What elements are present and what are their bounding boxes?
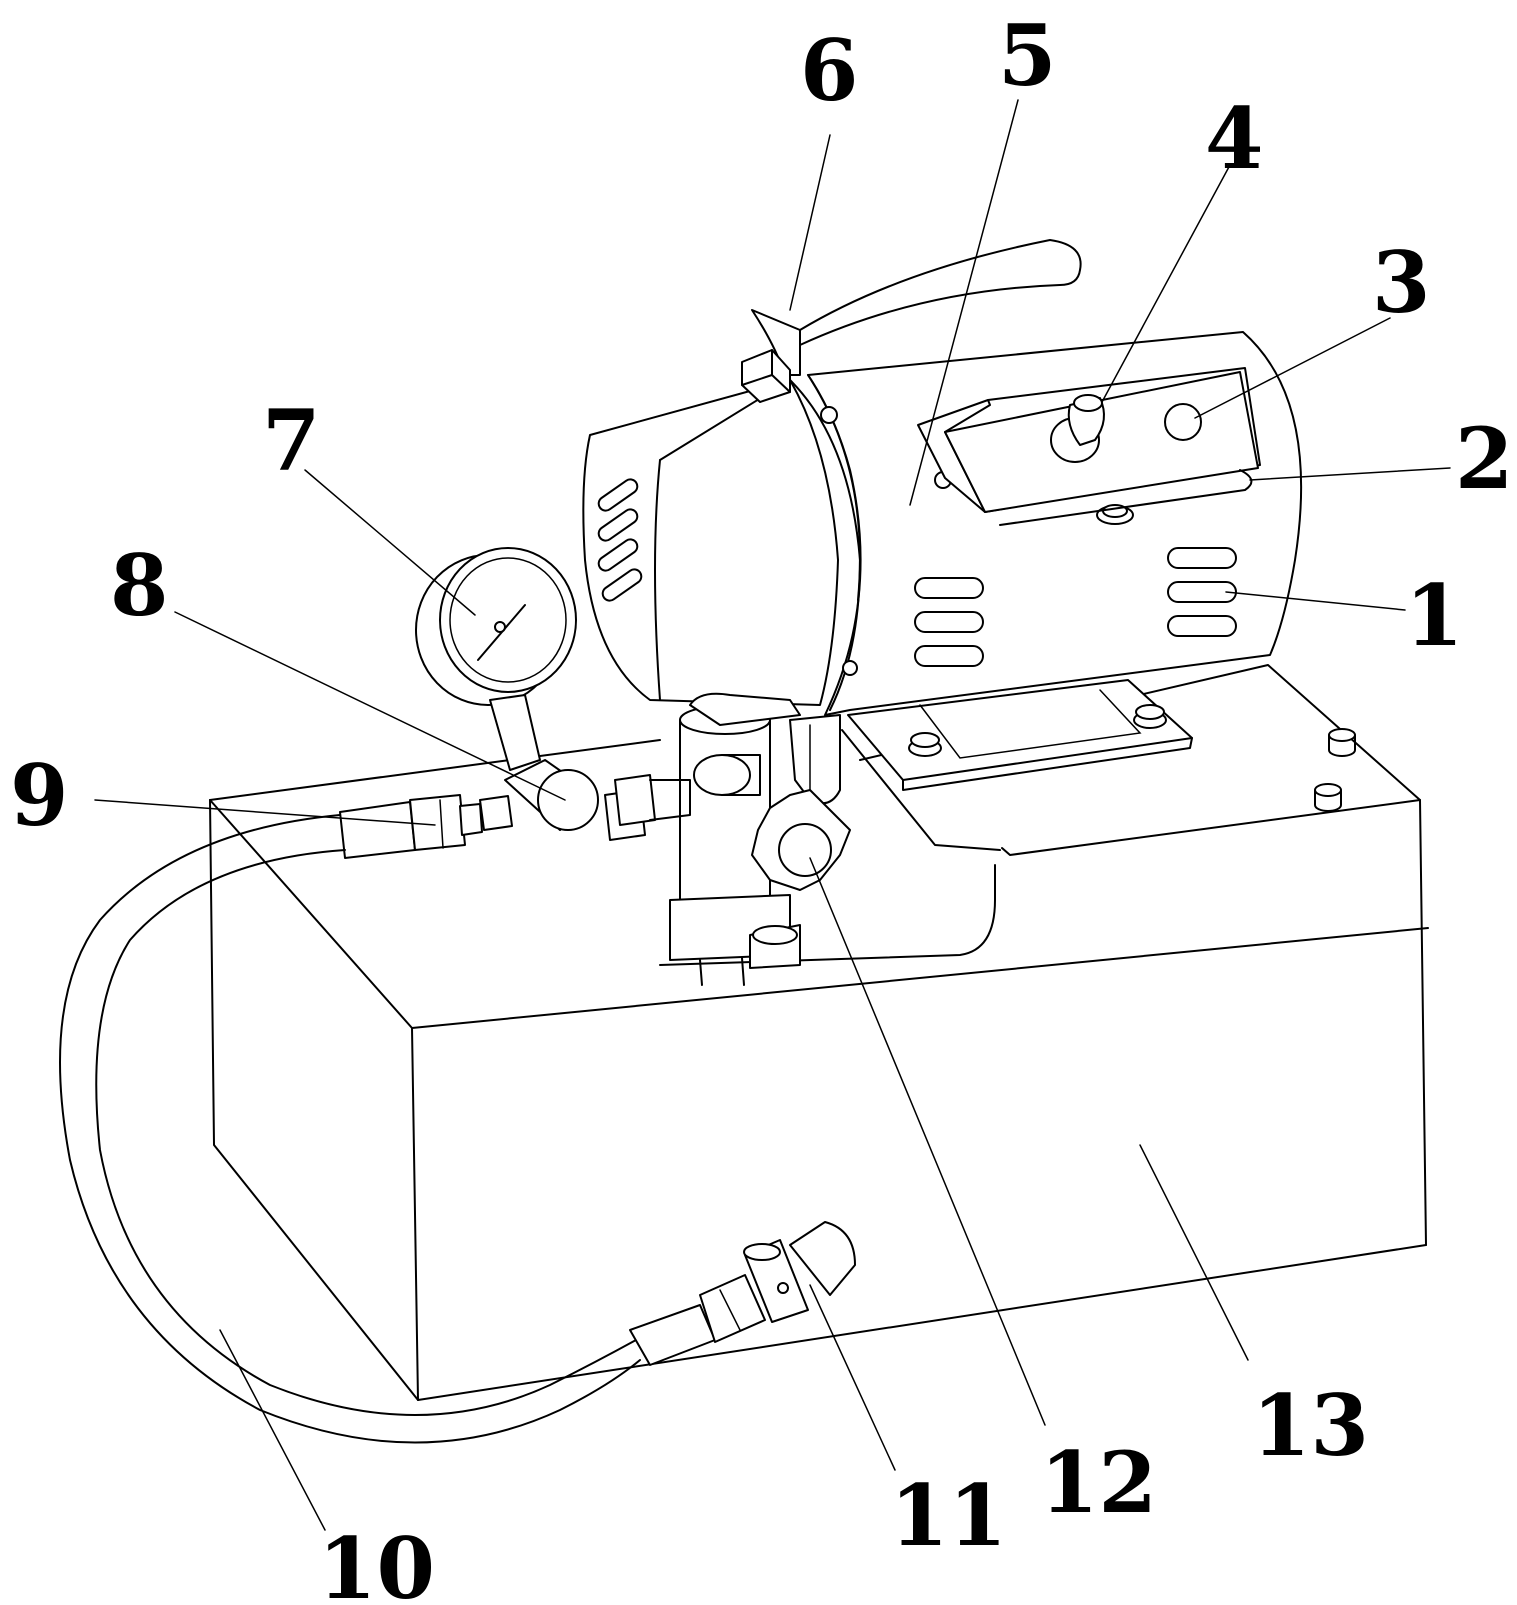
pressure-gauge	[415, 547, 577, 771]
indicator-button	[1164, 403, 1202, 441]
label-12: 12	[1040, 1433, 1157, 1532]
label-10: 10	[318, 1519, 435, 1605]
hose-connector	[339, 794, 513, 859]
motor-base-plate	[847, 679, 1193, 791]
label-7: 7	[262, 391, 320, 490]
side-vents	[914, 547, 1237, 667]
hose	[59, 814, 646, 1444]
inlet-pipe	[629, 1221, 856, 1366]
label-2: 2	[1455, 409, 1513, 508]
label-4: 4	[1205, 89, 1263, 188]
label-11: 11	[890, 1466, 1007, 1565]
motor-housing	[582, 331, 1303, 716]
label-5: 5	[998, 6, 1056, 105]
front-vents	[597, 478, 643, 602]
label-3: 3	[1372, 233, 1430, 332]
handle	[741, 239, 1082, 403]
leader-lines	[94, 99, 1451, 1531]
label-9: 9	[10, 746, 68, 845]
reference-numerals: 1 2 3 4 5 6 7 8 9 10 11 12 13	[10, 6, 1513, 1605]
label-1: 1	[1405, 566, 1463, 665]
label-13: 13	[1252, 1376, 1369, 1475]
valve-block	[669, 692, 851, 986]
label-8: 8	[110, 536, 168, 635]
elbow-fitting	[504, 759, 691, 841]
rotary-switch	[1050, 394, 1105, 463]
label-6: 6	[800, 21, 858, 120]
